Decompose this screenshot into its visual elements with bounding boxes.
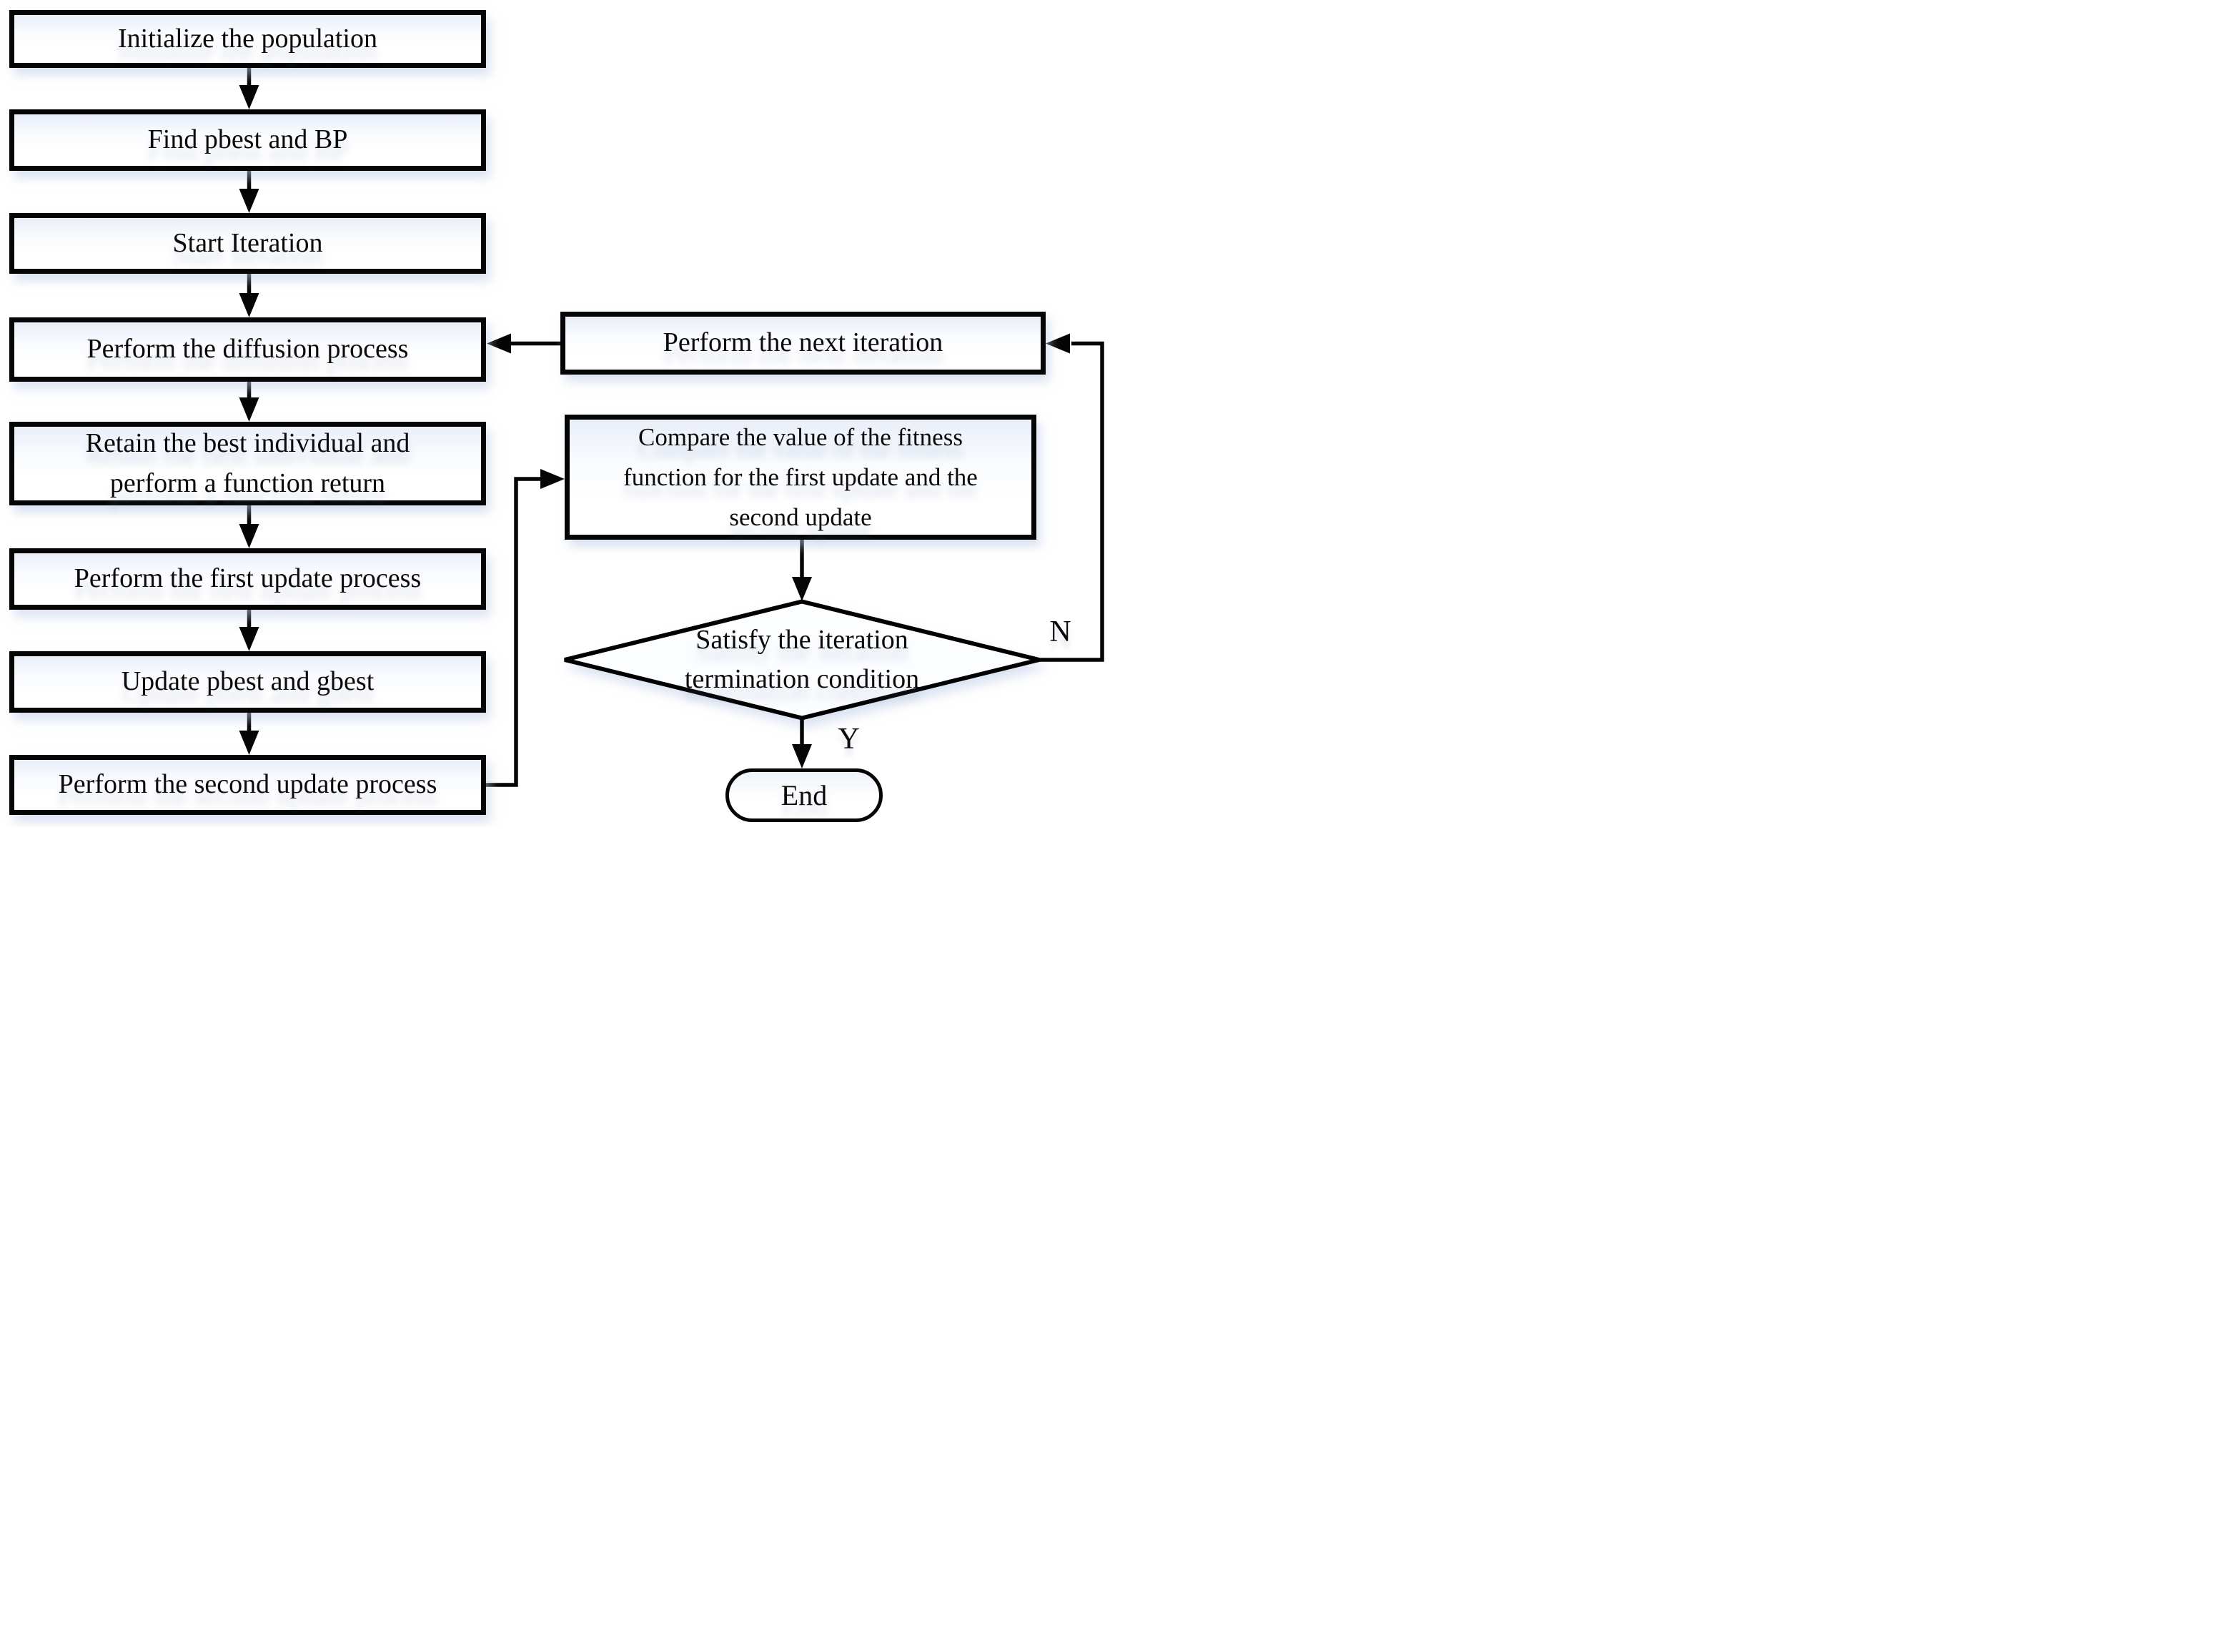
flowchart-connectors <box>239 68 1104 787</box>
node-initialize-population: Initialize the population <box>9 10 486 68</box>
node-end: End <box>725 768 883 822</box>
node-retain-best-individual: Retain the best individual and perform a… <box>9 422 486 505</box>
node-diffusion-process: Perform the diffusion process <box>9 317 486 382</box>
node-find-pbest-bp: Find pbest and BP <box>9 109 486 171</box>
arrow-next-iteration-to-diffusion <box>487 333 560 354</box>
edge-label-n: N <box>1049 615 1071 648</box>
arrow-decision-to-next-iteration <box>1039 333 1104 662</box>
decision-termination-condition: Satisfy the iteration termination condit… <box>684 624 920 694</box>
arrow-compare-to-decision <box>792 540 812 601</box>
arrow-retain-to-first-update <box>239 505 259 548</box>
node-second-update-process: Perform the second update process <box>9 755 486 815</box>
node-update-pbest-gbest: Update pbest and gbest <box>9 651 486 713</box>
edge-label-y: Y <box>838 723 860 756</box>
node-next-iteration: Perform the next iteration <box>560 312 1046 375</box>
node-compare-fitness: Compare the value of the fitness functio… <box>565 415 1036 540</box>
arrow-find-to-start <box>239 171 259 213</box>
arrow-decision-to-end <box>792 718 812 768</box>
node-start-iteration: Start Iteration <box>9 213 486 274</box>
arrow-first-update-to-update-pbest <box>239 610 259 651</box>
arrow-initialize-to-find <box>239 68 259 109</box>
arrow-update-pbest-to-second-update <box>239 713 259 755</box>
arrow-start-to-diffusion <box>239 274 259 317</box>
node-first-update-process: Perform the first update process <box>9 548 486 610</box>
arrow-second-update-to-compare <box>486 469 565 787</box>
flowchart: Initialize the population Find pbest and… <box>0 0 1115 826</box>
arrow-diffusion-to-retain <box>239 382 259 422</box>
